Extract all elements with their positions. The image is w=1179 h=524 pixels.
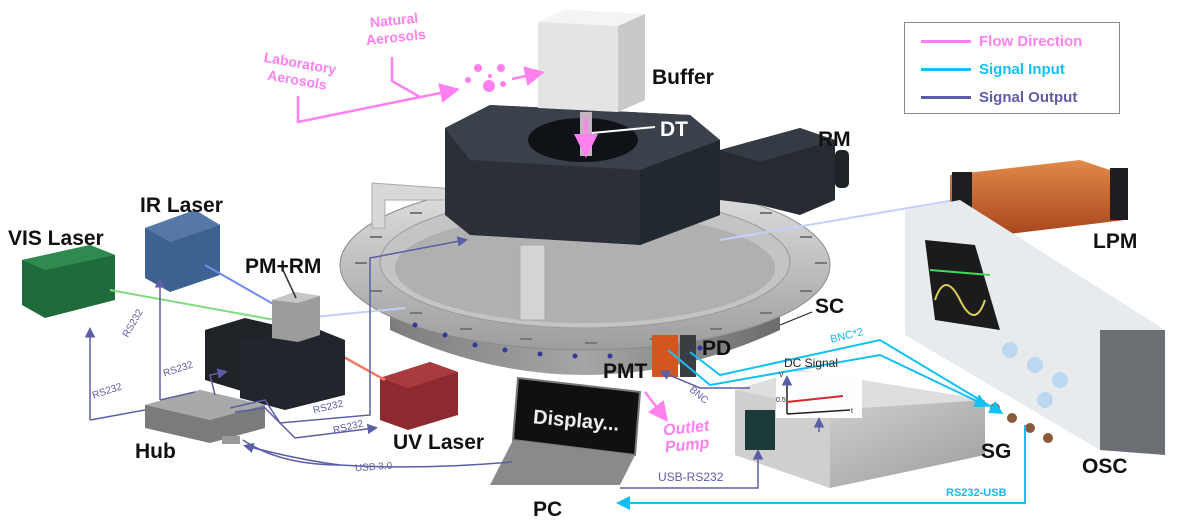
legend-item-signal-input: Signal Input: [921, 61, 1065, 78]
legend-swatch-signal-input: [921, 68, 971, 71]
label-uv-laser: UV Laser: [393, 431, 485, 454]
dc-level-line: [786, 395, 844, 403]
rotation-stage: [445, 105, 849, 245]
vis-laser: [22, 245, 115, 318]
flow-arrow-natural-aerosols: [390, 57, 421, 99]
label-outlet-pump: Outlet Pump: [662, 418, 712, 457]
flow-arrow-to-buffer: [511, 66, 545, 86]
label-sc: SC: [815, 295, 845, 318]
output-beam: [304, 307, 406, 319]
sc-leader: [779, 311, 813, 326]
label-rm: RM: [818, 128, 851, 151]
outlet-pump-arrow: [644, 391, 669, 422]
ir-beam: [204, 264, 276, 306]
vis-beam: [109, 289, 276, 321]
label-sg: SG: [981, 440, 1012, 463]
signal-input-cables: [616, 338, 1026, 510]
dt-leader: [591, 126, 656, 134]
label-osc: OSC: [1082, 455, 1128, 478]
label-pc: PC: [533, 498, 563, 521]
pm-rm-assembly: [205, 269, 345, 410]
ir-laser: [145, 210, 220, 292]
legend-item-flow: Flow Direction: [921, 33, 1082, 50]
buffer-cube: [538, 10, 656, 158]
signal-output-cables: [84, 236, 825, 489]
label-natural-aerosols: Natural Aerosols: [363, 9, 426, 49]
pd-block: [680, 335, 696, 377]
label-buffer: Buffer: [652, 66, 714, 89]
dc-signal-y-axis: V: [779, 372, 784, 379]
dc-signal-x-axis: t: [851, 408, 853, 415]
label-pm-rm: PM+RM: [245, 255, 322, 278]
beam-to-lpm: [719, 199, 956, 241]
label-vis-laser: VIS Laser: [8, 227, 104, 250]
legend-item-signal-output: Signal Output: [921, 89, 1077, 106]
label-ir-laser: IR Laser: [140, 194, 223, 217]
label-pd: PD: [702, 337, 732, 360]
legend-label-signal-input: Signal Input: [979, 61, 1065, 78]
legend-swatch-signal-output: [921, 96, 971, 99]
label-hub: Hub: [135, 440, 176, 463]
oscilloscope: [905, 200, 1165, 455]
legend-label-signal-output: Signal Output: [979, 89, 1078, 106]
flow-arrow-lab-aerosols: [296, 83, 460, 124]
legend-label-flow: Flow Direction: [979, 33, 1083, 50]
dc-signal-title: DC Signal: [784, 356, 839, 370]
cable-label-rs232-usb: RS232-USB: [946, 487, 1007, 499]
laptop-pc: [490, 376, 642, 485]
label-lpm: LPM: [1093, 230, 1138, 253]
aerosol-particles: [465, 64, 506, 92]
cable-label-usb-rs232: USB-RS232: [658, 470, 724, 484]
label-pmt: PMT: [603, 360, 648, 383]
label-dt: DT: [660, 118, 688, 141]
legend-swatch-flow: [921, 40, 971, 43]
hub-box: [145, 390, 265, 444]
uv-laser: [380, 362, 458, 430]
dc-signal-inset: [776, 372, 862, 418]
legend: Flow Direction Signal Input Signal Outpu…: [904, 22, 1120, 114]
dc-signal-level: 0.5: [776, 397, 786, 404]
